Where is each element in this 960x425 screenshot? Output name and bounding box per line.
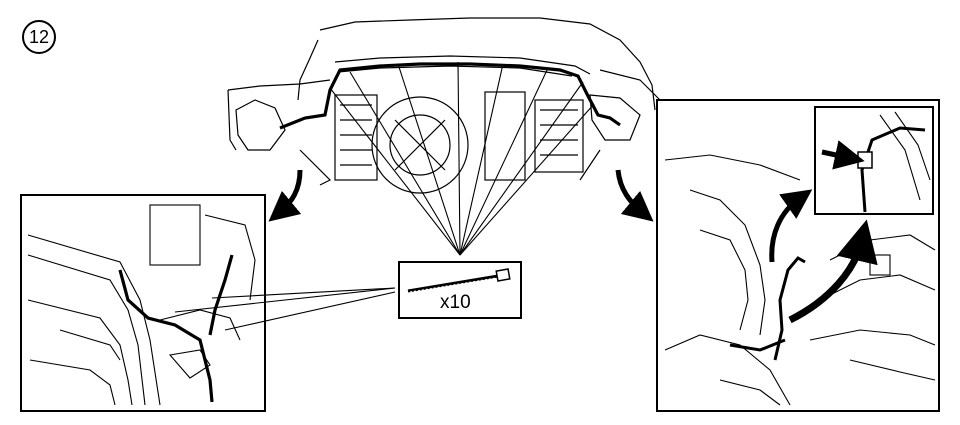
cable-tie-quantity-label: x10	[440, 292, 471, 313]
left-detail-arrow	[268, 169, 303, 222]
left-detail-panel	[20, 194, 266, 412]
left-tie-leaders	[174, 287, 396, 331]
routing-arrow	[788, 219, 878, 324]
engine-bay-overview	[227, 17, 661, 194]
tie-leader-lines	[329, 61, 595, 256]
cable-tie-callout	[398, 261, 522, 319]
wiring-harness-overview	[279, 62, 621, 130]
inset-callout-arrow	[769, 189, 813, 263]
clip-pointer-arrow	[821, 140, 865, 170]
cable-tie-icon	[407, 268, 511, 293]
right-detail-arrow	[615, 169, 654, 222]
clip-inset-panel	[814, 106, 934, 215]
step-number-badge: 12	[22, 20, 56, 54]
